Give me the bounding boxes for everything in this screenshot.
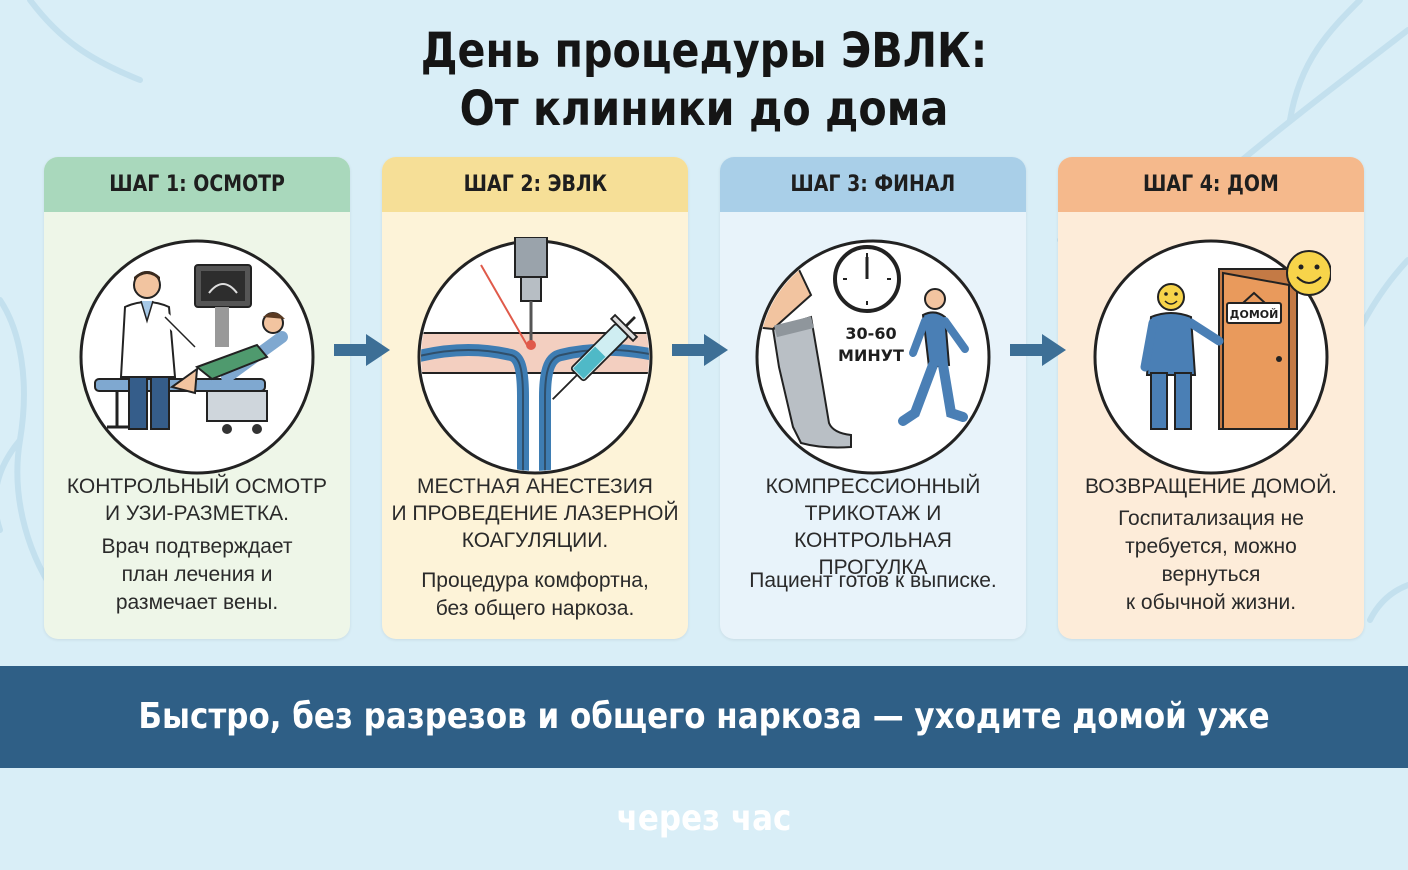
step-sub-text-2: Процедура комфортна,без общего наркоза. [421, 569, 649, 620]
arrow-right-icon [334, 334, 390, 366]
footer-banner: Быстро, без разрезов и общего наркоза — … [0, 666, 1408, 839]
step-header-4: ШАГ 4: ДОМ [1058, 157, 1364, 212]
step-header-2: ШАГ 2: ЭВЛК [382, 157, 688, 212]
step-main-text-4: ВОЗВРАЩЕНИЕ ДОМОЙ. [1084, 475, 1338, 498]
page-title: День процедуры ЭВЛК: От клиники до дома [0, 22, 1408, 138]
step-header-1: ШАГ 1: ОСМОТР [44, 157, 350, 212]
arrow-right-icon [1010, 334, 1066, 366]
footer-text: Быстро, без разрезов и общего наркоза — … [138, 696, 1270, 839]
title-line-2: От клиники до дома [459, 81, 949, 137]
doctor-ultrasound-icon [79, 239, 315, 475]
time-label-1: 30-60 [845, 324, 896, 343]
stocking-walk-icon: 30-60 МИНУТ [755, 239, 991, 475]
arrow-right-icon [672, 334, 728, 366]
laser-syringe-icon [417, 237, 653, 475]
time-label-2: МИНУТ [838, 346, 904, 365]
door-sign: ДОМОЙ [1230, 308, 1279, 321]
step-header-3: ШАГ 3: ФИНАЛ [720, 157, 1026, 212]
title-line-1: День процедуры ЭВЛК: [420, 23, 988, 79]
home-door-icon: ДОМОЙ [1093, 239, 1331, 475]
step-sub-text-3: Пациент готов к выписке. [749, 569, 997, 592]
syringe-icon [552, 313, 639, 400]
step-card-4: ШАГ 4: ДОМ ДОМОЙ ВОЗВРАЩЕНИЕ ДОМОЙ. Госп… [1058, 157, 1364, 639]
